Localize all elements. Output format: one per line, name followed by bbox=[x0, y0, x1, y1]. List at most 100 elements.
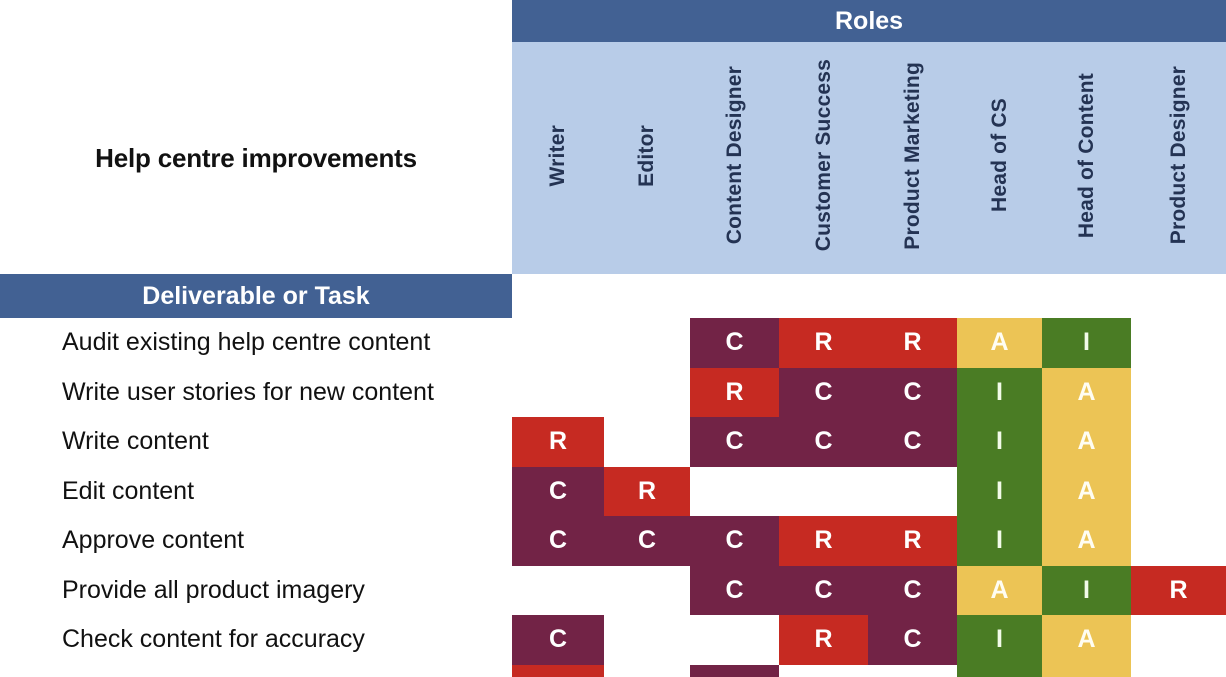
raci-cell[interactable] bbox=[512, 565, 604, 615]
raci-cell[interactable]: A bbox=[1042, 466, 1131, 516]
raci-cell[interactable]: I bbox=[957, 615, 1042, 665]
role-column-header: Writer bbox=[512, 42, 604, 274]
role-column-header: Head of CS bbox=[957, 42, 1042, 274]
raci-cell[interactable]: R bbox=[690, 367, 779, 417]
raci-cell[interactable]: A bbox=[1042, 417, 1131, 467]
raci-cell[interactable] bbox=[604, 417, 690, 467]
raci-cell[interactable]: R bbox=[779, 615, 868, 665]
raci-cell[interactable] bbox=[512, 318, 604, 368]
row-number-cell bbox=[0, 417, 62, 467]
role-label: Editor bbox=[635, 124, 658, 187]
raci-cell[interactable] bbox=[512, 367, 604, 417]
role-label: Content Designer bbox=[722, 66, 746, 245]
raci-cell[interactable]: C bbox=[779, 417, 868, 467]
raci-cell[interactable] bbox=[1131, 318, 1226, 368]
task-label[interactable]: Approve content bbox=[62, 516, 512, 566]
task-label[interactable]: Provide all product imagery bbox=[62, 565, 512, 615]
raci-cell[interactable] bbox=[1131, 664, 1226, 677]
raci-cell[interactable] bbox=[868, 664, 957, 677]
raci-cell[interactable]: R bbox=[604, 466, 690, 516]
raci-cell[interactable]: R bbox=[1131, 565, 1226, 615]
raci-cell[interactable]: R bbox=[512, 417, 604, 467]
role-column-header: Content Designer bbox=[690, 42, 779, 274]
role-column-header: Product Marketing bbox=[868, 42, 957, 274]
row-number-cell bbox=[0, 565, 62, 615]
role-label: Head of CS bbox=[987, 98, 1011, 213]
raci-cell[interactable]: A bbox=[1042, 516, 1131, 566]
raci-cell[interactable]: C bbox=[868, 417, 957, 467]
raci-cell[interactable]: I bbox=[957, 516, 1042, 566]
role-column-header: Product Designer bbox=[1131, 42, 1226, 274]
raci-cell[interactable]: C bbox=[690, 417, 779, 467]
role-column-header: Customer Success bbox=[779, 42, 868, 274]
task-label[interactable]: Check content for accuracy bbox=[62, 615, 512, 665]
raci-cell[interactable]: C bbox=[690, 664, 779, 677]
raci-cell[interactable] bbox=[779, 466, 868, 516]
raci-cell[interactable] bbox=[604, 367, 690, 417]
raci-cell[interactable]: R bbox=[512, 664, 604, 677]
role-label: Product Marketing bbox=[900, 61, 924, 250]
roles-banner: Roles bbox=[512, 0, 1226, 42]
raci-cell[interactable] bbox=[690, 615, 779, 665]
role-label: Product Designer bbox=[1166, 66, 1190, 245]
raci-cell[interactable]: I bbox=[957, 466, 1042, 516]
raci-cell[interactable] bbox=[690, 466, 779, 516]
deliverable-banner: Deliverable or Task bbox=[0, 274, 512, 318]
raci-cell[interactable]: C bbox=[868, 367, 957, 417]
raci-cell[interactable] bbox=[1131, 615, 1226, 665]
raci-cell[interactable]: A bbox=[957, 565, 1042, 615]
raci-cell[interactable]: C bbox=[512, 466, 604, 516]
row-number-cell bbox=[0, 664, 62, 677]
raci-cell[interactable]: C bbox=[779, 565, 868, 615]
raci-cell[interactable] bbox=[604, 318, 690, 368]
role-label: Customer Success bbox=[811, 59, 835, 252]
raci-cell[interactable]: C bbox=[604, 516, 690, 566]
raci-cell[interactable]: C bbox=[512, 615, 604, 665]
raci-cell[interactable]: I bbox=[957, 417, 1042, 467]
row-number-cell bbox=[0, 318, 62, 368]
raci-cell[interactable]: I bbox=[957, 367, 1042, 417]
top-left-blank bbox=[0, 0, 512, 42]
raci-cell[interactable]: C bbox=[868, 565, 957, 615]
raci-cell[interactable]: C bbox=[690, 318, 779, 368]
row-number-cell bbox=[0, 466, 62, 516]
task-label[interactable]: Write user stories for new content bbox=[62, 367, 512, 417]
raci-cell[interactable]: R bbox=[779, 516, 868, 566]
raci-cell[interactable] bbox=[779, 664, 868, 677]
role-column-header: Editor bbox=[604, 42, 690, 274]
raci-cell[interactable]: I bbox=[1042, 318, 1131, 368]
raci-cell[interactable]: A bbox=[957, 318, 1042, 368]
raci-cell[interactable] bbox=[1131, 516, 1226, 566]
raci-cell[interactable]: A bbox=[1042, 367, 1131, 417]
raci-cell[interactable] bbox=[1131, 367, 1226, 417]
raci-cell[interactable]: I bbox=[957, 664, 1042, 677]
raci-cell[interactable] bbox=[604, 664, 690, 677]
raci-cell[interactable]: A bbox=[1042, 664, 1131, 677]
raci-cell[interactable] bbox=[604, 565, 690, 615]
task-label[interactable]: Edit content bbox=[62, 466, 512, 516]
task-label[interactable]: Write content bbox=[62, 417, 512, 467]
raci-cell[interactable]: I bbox=[1042, 565, 1131, 615]
raci-cell[interactable]: C bbox=[512, 516, 604, 566]
raci-cell[interactable] bbox=[1131, 417, 1226, 467]
task-label[interactable]: Audit existing help centre content bbox=[62, 318, 512, 368]
task-label[interactable]: Check content against style guide bbox=[62, 664, 512, 677]
raci-cell[interactable] bbox=[868, 466, 957, 516]
raci-cell[interactable]: C bbox=[868, 615, 957, 665]
raci-cell[interactable]: C bbox=[690, 565, 779, 615]
raci-cell[interactable]: C bbox=[690, 516, 779, 566]
raci-cell[interactable]: R bbox=[868, 318, 957, 368]
raci-cell[interactable]: A bbox=[1042, 615, 1131, 665]
raci-cell[interactable]: R bbox=[779, 318, 868, 368]
raci-cell[interactable] bbox=[604, 615, 690, 665]
raci-cell[interactable] bbox=[1131, 466, 1226, 516]
raci-cell[interactable]: C bbox=[779, 367, 868, 417]
page-title: Help centre improvements bbox=[0, 42, 512, 274]
raci-cell[interactable]: R bbox=[868, 516, 957, 566]
